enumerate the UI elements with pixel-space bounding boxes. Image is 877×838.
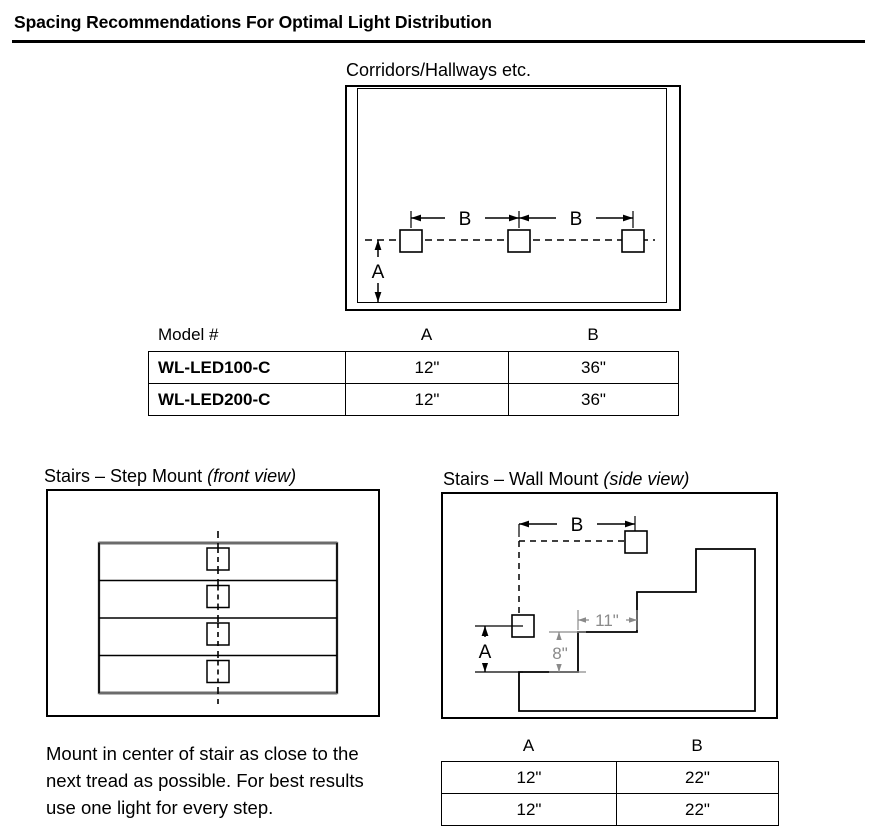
table-row: 12" 22"	[441, 793, 779, 826]
wall-mount-diagram-overlay: B A 11" 8"	[472, 513, 756, 712]
cell-model: WL-LED200-C	[148, 383, 346, 416]
step-mount-note: Mount in center of stair as close to the…	[46, 743, 364, 818]
page-title: Spacing Recommendations For Optimal Ligh…	[14, 12, 492, 32]
cell-a: 12"	[441, 761, 617, 794]
cell-a: 12"	[345, 383, 509, 416]
light-fixture	[399, 229, 423, 253]
corridor-dim-b1-label: B	[459, 209, 472, 230]
wall-mount-dim-a-label: A	[479, 642, 492, 663]
table-row: 12" 22"	[441, 761, 779, 794]
corridor-dim-a-label: A	[372, 262, 385, 283]
wall-mount-spacing-table: 12" 22" 12" 22"	[441, 761, 779, 826]
corridor-dim-b2-label: B	[570, 209, 583, 230]
cell-b: 22"	[616, 761, 779, 794]
cell-a: 12"	[345, 351, 509, 384]
cell-b: 36"	[508, 383, 679, 416]
cell-b: 22"	[616, 793, 779, 826]
light-fixture	[507, 229, 531, 253]
wall-mount-dim-b-label: B	[571, 515, 584, 536]
title-divider	[12, 40, 865, 43]
step-mount-diagram-overlay	[97, 531, 339, 704]
step-mount-caption-main: Stairs – Step Mount	[44, 466, 208, 486]
cell-a: 12"	[441, 793, 617, 826]
wall-mount-riser-height-label: 8"	[552, 644, 568, 663]
light-fixture-upper	[624, 530, 648, 554]
cell-model: WL-LED100-C	[148, 351, 346, 384]
wall-mount-caption-view: (side view)	[603, 469, 690, 489]
corridor-header-b: B	[587, 325, 599, 344]
wall-mount-header-b: B	[691, 736, 703, 755]
wall-mount-caption-main: Stairs – Wall Mount	[443, 469, 604, 489]
wall-mount-caption: Stairs – Wall Mount (side view)	[443, 469, 689, 490]
corridor-inner-wall	[357, 88, 667, 303]
cell-b: 36"	[508, 351, 679, 384]
corridor-caption: Corridors/Hallways etc.	[346, 60, 532, 80]
light-fixture	[621, 229, 645, 253]
corridor-spacing-table: WL-LED100-C 12" 36" WL-LED200-C 12" 36"	[148, 351, 679, 416]
corridor-header-model: Model #	[158, 325, 219, 344]
table-row: WL-LED100-C 12" 36"	[148, 351, 679, 384]
corridor-header-a: A	[420, 325, 433, 344]
step-mount-caption-view: (front view)	[207, 466, 297, 486]
wall-mount-header-a: A	[522, 736, 535, 755]
corridor-diagram-overlay: B B A	[365, 207, 655, 302]
table-row: WL-LED200-C 12" 36"	[148, 383, 679, 416]
step-mount-caption: Stairs – Step Mount (front view)	[44, 466, 296, 487]
wall-mount-tread-depth-label: 11"	[595, 611, 619, 630]
